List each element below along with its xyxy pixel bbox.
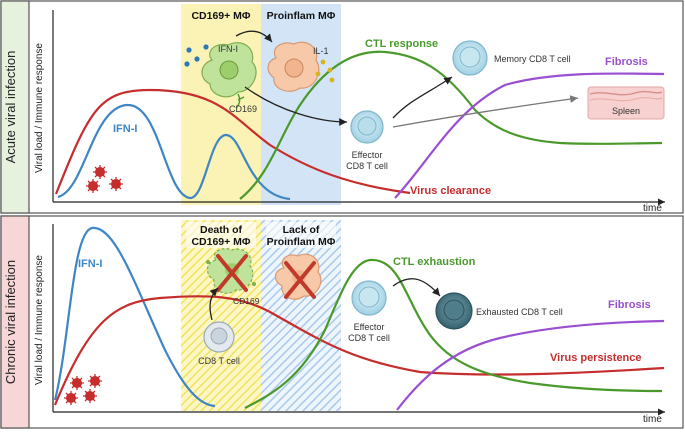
chronic-side-band	[0, 215, 30, 429]
chronic-virus-icon	[64, 374, 102, 405]
chronic-effector-label-2: CD8 T cell	[348, 333, 390, 343]
acute-ctl-curve	[239, 50, 663, 200]
acute-ifn-curve	[57, 103, 291, 201]
chronic-panel: Chronic viral infection Death of CD169+ …	[0, 215, 684, 429]
chronic-effector-t-cell-icon	[351, 280, 387, 316]
chronic-lack-box	[261, 220, 341, 411]
chronic-box2-title-1: Lack of	[283, 224, 320, 236]
acute-virus-label: Virus clearance	[410, 185, 491, 197]
chronic-x-label: time	[643, 414, 662, 425]
cross-icon	[216, 254, 248, 292]
chronic-exhausted-label: Exhausted CD8 T cell	[476, 307, 563, 317]
chronic-ctl-curve	[244, 258, 663, 409]
ifn-dot-icon	[184, 44, 209, 67]
acute-panel: Acute viral infection CD169+ MΦ Proinfla…	[0, 0, 684, 214]
acute-mac-arrow	[235, 30, 273, 43]
chronic-fibrosis-curve	[396, 319, 665, 411]
acute-fibrosis-curve	[394, 72, 665, 199]
acute-x-label: time	[643, 203, 662, 214]
acute-box1-title: CD169+ MΦ	[191, 10, 250, 22]
chronic-death-box	[181, 220, 261, 411]
acute-virus-icon	[86, 165, 123, 193]
acute-cd169-label: CD169	[229, 104, 257, 114]
chronic-cross-icon	[284, 261, 316, 299]
chronic-virus-label: Virus persistence	[550, 352, 642, 364]
chronic-box2-title-bg	[266, 222, 336, 248]
acute-cd169-macrophage-icon	[201, 42, 257, 109]
acute-cd169-box	[181, 4, 261, 205]
chronic-cd8-label: CD8 T cell	[198, 356, 240, 366]
chronic-effector-label-1: Effector	[354, 322, 385, 332]
acute-memory-t-cell-icon	[452, 40, 488, 76]
chronic-side-label: Chronic viral infection	[3, 260, 18, 384]
acute-activation-arrow	[244, 86, 348, 126]
chronic-box2-title-2: Proinflam MΦ	[267, 236, 336, 248]
acute-memory-label: Memory CD8 T cell	[494, 54, 571, 64]
acute-il1-label: IL-1	[313, 46, 329, 56]
acute-virus-curve	[54, 88, 411, 195]
acute-side-band	[0, 0, 30, 214]
il1-dot-icon	[315, 59, 335, 83]
acute-side-label: Acute viral infection	[3, 51, 18, 164]
chronic-exhausted-t-cell-icon	[435, 292, 473, 330]
chronic-y-label: Viral load / Immune response	[34, 255, 45, 385]
spleen-icon	[587, 86, 665, 120]
chronic-box1-title-bg	[186, 222, 256, 248]
acute-spleen-arrow	[392, 95, 579, 128]
acute-proinflam-macrophage-icon	[267, 41, 320, 92]
chronic-cd169-label: CD169	[233, 296, 260, 306]
chronic-panel-border	[0, 215, 684, 429]
chronic-cd8-t-cell-icon	[203, 321, 235, 353]
acute-ifn-small-label: IFN-I	[218, 44, 238, 54]
acute-panel-border	[0, 0, 684, 214]
acute-ctl-label: CTL response	[365, 38, 438, 50]
chronic-virus-curve	[53, 295, 665, 406]
acute-memory-arrow	[392, 76, 453, 119]
chronic-ctl-label: CTL exhaustion	[393, 256, 476, 268]
chronic-cd8-arrow	[209, 287, 219, 321]
acute-ifn-label: IFN-I	[113, 123, 137, 135]
chronic-ifn-curve	[53, 226, 216, 408]
acute-fibrosis-label: Fibrosis	[605, 56, 648, 68]
acute-y-label: Viral load / Immune response	[34, 43, 45, 173]
acute-box2-title: Proinflam MΦ	[267, 10, 336, 22]
acute-effector-t-cell-icon	[350, 110, 384, 144]
acute-effector-label-2: CD8 T cell	[346, 161, 388, 171]
chronic-fibrosis-label: Fibrosis	[608, 299, 651, 311]
acute-spleen-label: Spleen	[612, 106, 640, 116]
chronic-box1-title-2: CD169+ MΦ	[191, 236, 250, 248]
chronic-ifn-label: IFN-I	[78, 258, 102, 270]
chronic-exhaustion-arrow	[392, 278, 441, 297]
acute-effector-label-1: Effector	[352, 150, 383, 160]
chronic-box1-title-1: Death of	[200, 224, 243, 236]
